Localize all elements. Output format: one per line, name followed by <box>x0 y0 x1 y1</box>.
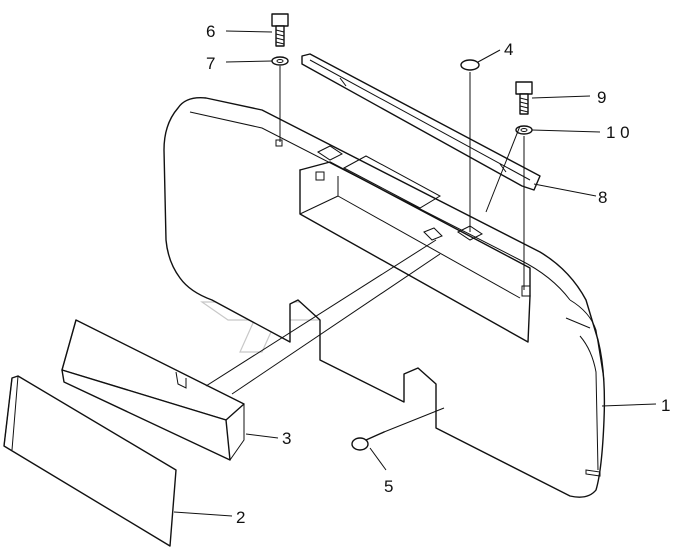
counterweight-body <box>163 97 606 498</box>
callout-8: 8 <box>598 188 607 207</box>
assembly-lines <box>205 66 525 433</box>
angle-plate <box>61 319 245 461</box>
callout-3: 3 <box>282 429 291 448</box>
plug-4-icon <box>460 59 480 71</box>
leader-lines <box>173 30 657 517</box>
washer-7-icon <box>271 56 289 66</box>
callout-1: 1 <box>661 396 670 415</box>
bolt-9-icon <box>515 81 533 115</box>
callout-9: 9 <box>597 88 606 107</box>
flat-plate <box>3 375 177 547</box>
callout-6: 6 <box>206 22 215 41</box>
callout-2: 2 <box>236 508 245 527</box>
callout-4: 4 <box>504 40 513 59</box>
top-strip-plate <box>301 53 541 191</box>
screw-5-icon <box>351 431 385 451</box>
callout-7: 7 <box>206 54 215 73</box>
bolt-6-icon <box>271 13 289 47</box>
callout-5: 5 <box>384 477 393 496</box>
callout-10: 1 0 <box>606 123 630 142</box>
